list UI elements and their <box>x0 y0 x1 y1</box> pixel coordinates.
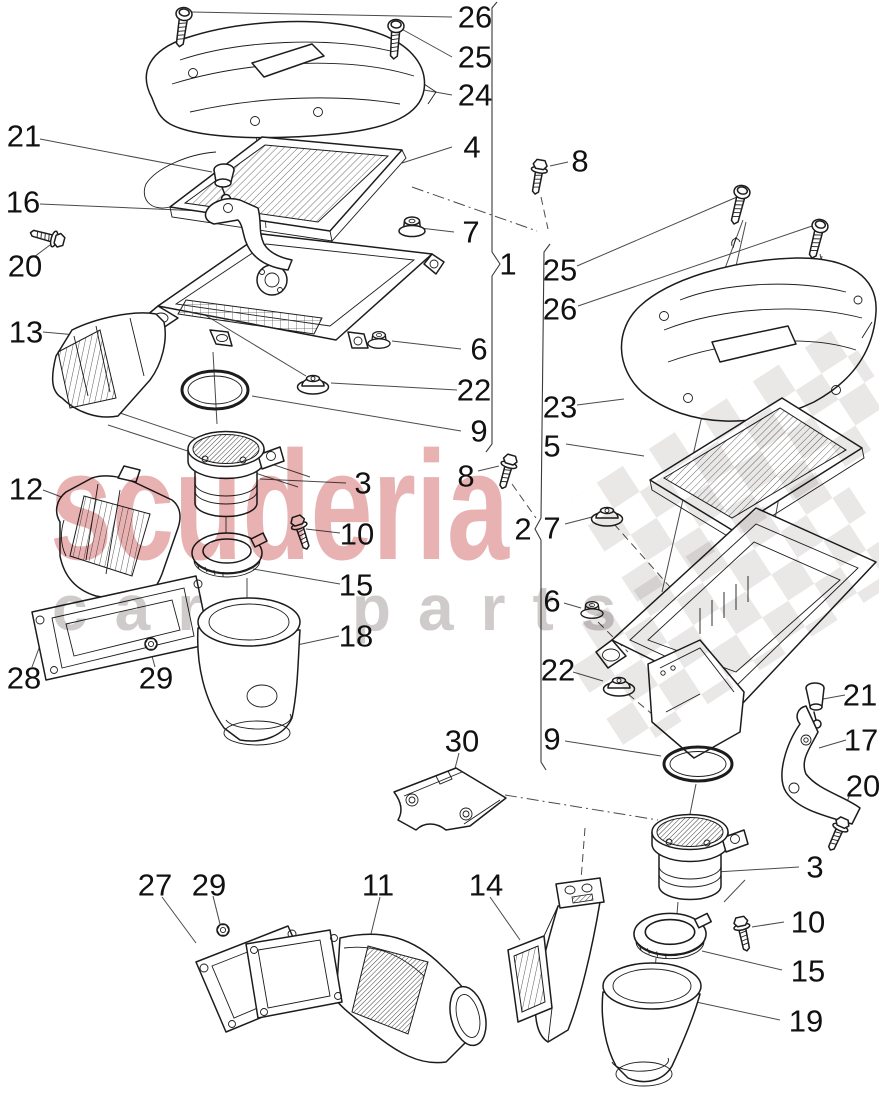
assembly-1-drawing <box>27 5 605 1064</box>
part-clamp-15-right <box>633 912 712 960</box>
part-bracket-16 <box>204 198 293 271</box>
part-housing-1 <box>145 233 445 349</box>
part-grommet-22-left <box>296 374 330 395</box>
part-maf-3-left <box>187 430 285 518</box>
part-oring-9-left <box>180 369 250 411</box>
part-duct-11 <box>245 929 487 1064</box>
part-filter-4 <box>143 136 407 242</box>
part-grommet-22-right <box>602 676 636 697</box>
part-scoop-14 <box>507 877 605 1043</box>
part-bush-7-left <box>398 216 426 238</box>
screw-26-right <box>803 217 831 261</box>
clip-mark <box>731 236 741 249</box>
part-housing-2 <box>595 507 877 759</box>
screw-25-right <box>725 183 753 227</box>
part-bolt-20-left <box>27 224 67 251</box>
part-nut-29-left <box>144 637 158 651</box>
part-bolt-10-right <box>731 914 756 954</box>
part-pipe-18 <box>196 597 301 746</box>
part-cover-23 <box>620 257 877 422</box>
part-bolt-20-right <box>822 814 853 855</box>
part-bolt-8-left <box>493 452 521 492</box>
part-maf-3-right <box>651 813 749 901</box>
part-duct-12 <box>55 465 181 603</box>
part-grommet-7-right <box>590 506 624 527</box>
part-bolt-8-right <box>526 157 550 197</box>
assembly-2-bracket <box>534 243 551 771</box>
part-duct-13 <box>51 312 166 418</box>
part-plate-30 <box>393 767 507 831</box>
part-bush-6-left <box>367 331 391 349</box>
assembly-brackets <box>485 1 551 771</box>
part-cover-24 <box>145 20 437 139</box>
part-bolt-10-left <box>287 513 316 553</box>
part-nut-29-bottom <box>216 923 230 937</box>
part-funnel-19 <box>601 962 702 1087</box>
assembly-1-bracket <box>485 1 501 453</box>
part-clamp-15-left <box>191 532 268 578</box>
part-plug-6-right <box>580 601 604 619</box>
